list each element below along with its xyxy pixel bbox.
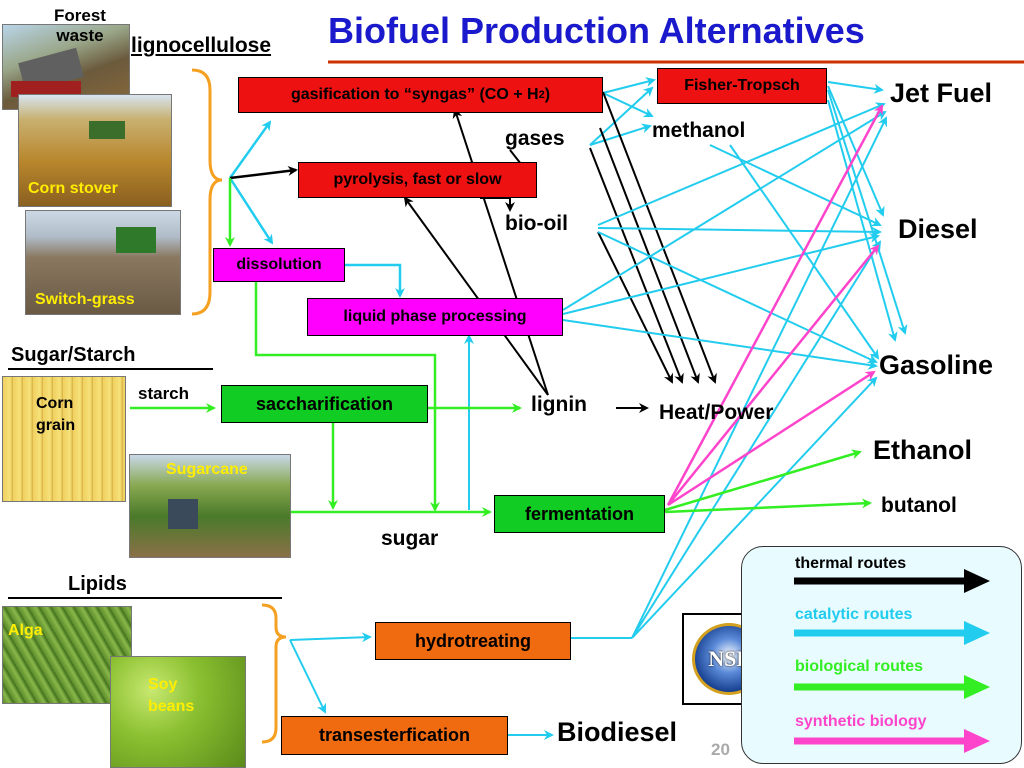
- legend-catalytic-label: catalytic routes: [795, 606, 913, 623]
- pyrolysis-box: pyrolysis, fast or slow: [298, 162, 537, 198]
- legend-biological-label: biological routes: [795, 658, 924, 675]
- ethanol-label: Ethanol: [873, 435, 972, 465]
- corn-grain-label: Corn grain: [36, 395, 76, 434]
- bio-oil-label: bio-oil: [505, 212, 568, 235]
- biodiesel-label: Biodiesel: [557, 717, 678, 747]
- liquid-phase-processing-box: liquid phase processing: [307, 298, 563, 336]
- sugar-starch-underline: [8, 368, 213, 370]
- legend: thermal routes catalytic routes biologic…: [741, 546, 1022, 764]
- sugarcane-label: Sugarcane: [166, 461, 248, 478]
- starch-label: starch: [138, 384, 190, 403]
- switch-grass-label: Switch-grass: [35, 291, 135, 308]
- corn-stover-photo: [18, 94, 172, 207]
- fermentation-box: fermentation: [494, 495, 665, 533]
- lipids-underline: [8, 597, 282, 599]
- legend-arrows: [794, 569, 990, 753]
- alga-label: Alga: [8, 622, 43, 639]
- page-number: 20: [711, 740, 730, 759]
- legend-thermal-label: thermal routes: [795, 555, 907, 572]
- lignocellulose-label: lignocellulose: [131, 34, 272, 57]
- sugar-label: sugar: [381, 527, 439, 550]
- page-title: Biofuel Production Alternatives: [328, 10, 865, 51]
- corn-grain-photo: [2, 376, 126, 502]
- diesel-label: Diesel: [898, 214, 978, 244]
- fisher-tropsch-box: Fisher-Tropsch: [657, 68, 827, 104]
- sugarcane-photo: [129, 454, 291, 558]
- lignocellulose-brace: [191, 68, 223, 316]
- switch-grass-photo: [25, 210, 181, 315]
- sugar-starch-label: Sugar/Starch: [11, 344, 136, 366]
- legend-synthetic-label: synthetic biology: [795, 713, 927, 730]
- lipids-brace: [261, 603, 287, 744]
- corn-stover-label: Corn stover: [28, 180, 118, 197]
- dissolution-box: dissolution: [213, 248, 345, 282]
- heat-power-label: Heat/Power: [659, 401, 774, 424]
- butanol-label: butanol: [881, 494, 957, 517]
- saccharification-box: saccharification: [221, 385, 428, 423]
- jet-fuel-label: Jet Fuel: [890, 78, 993, 108]
- soy-beans-photo: [110, 656, 246, 768]
- gasoline-label: Gasoline: [879, 350, 994, 380]
- soy-beans-label: Soy beans: [148, 676, 195, 715]
- methanol-label: methanol: [652, 119, 746, 142]
- hydrotreating-box: hydrotreating: [375, 622, 571, 660]
- gases-label: gases: [505, 127, 565, 150]
- lignin-label: lignin: [531, 393, 587, 416]
- lipids-label: Lipids: [68, 573, 127, 595]
- transesterfication-box: transesterfication: [281, 716, 508, 755]
- forest-waste-label: Forest waste: [54, 6, 106, 45]
